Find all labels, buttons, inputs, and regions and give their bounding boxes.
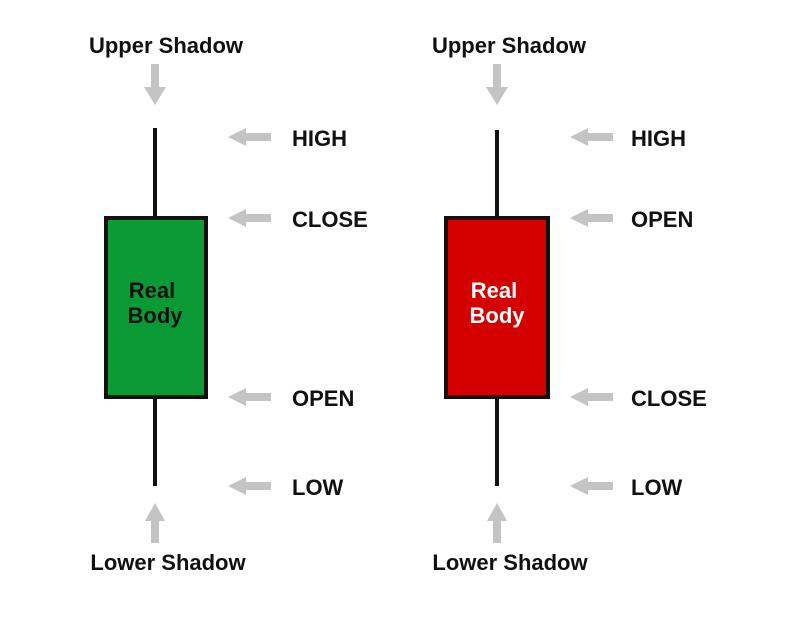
arrow-left-icon xyxy=(570,477,613,495)
arrow-down-icon xyxy=(144,64,166,105)
lower-shadow-caption: Lower Shadow xyxy=(432,550,588,575)
label-open: OPEN xyxy=(631,207,693,232)
arrow-up-icon xyxy=(145,503,165,543)
arrow-left-icon xyxy=(228,388,271,406)
arrow-left-icon xyxy=(570,209,613,227)
arrow-left-icon xyxy=(228,209,271,227)
arrow-left-icon xyxy=(570,128,613,146)
arrow-left-icon xyxy=(570,388,613,406)
bearish-real-body xyxy=(444,216,550,399)
label-open: OPEN xyxy=(292,386,354,411)
real-body-label-line1: Real xyxy=(471,278,517,303)
bullish-real-body xyxy=(104,216,208,399)
upper-shadow-caption: Upper Shadow xyxy=(89,33,244,58)
label-high: HIGH xyxy=(631,126,686,151)
real-body-label-line1: Real xyxy=(129,278,175,303)
label-close: CLOSE xyxy=(292,207,368,232)
bullish-candle: Upper Shadow Real Body Lower Shadow HIGH xyxy=(89,33,368,575)
label-low: LOW xyxy=(631,475,683,500)
upper-shadow-caption: Upper Shadow xyxy=(432,33,587,58)
real-body-label-line2: Body xyxy=(470,303,526,328)
label-close: CLOSE xyxy=(631,386,707,411)
bearish-candle: Upper Shadow Real Body Lower Shadow HIGH… xyxy=(432,33,707,575)
arrow-down-icon xyxy=(486,64,508,105)
real-body-label-line2: Body xyxy=(128,303,184,328)
lower-shadow-caption: Lower Shadow xyxy=(90,550,246,575)
label-high: HIGH xyxy=(292,126,347,151)
arrow-left-icon xyxy=(228,477,271,495)
label-low: LOW xyxy=(292,475,344,500)
arrow-up-icon xyxy=(487,503,507,543)
arrow-left-icon xyxy=(228,128,271,146)
